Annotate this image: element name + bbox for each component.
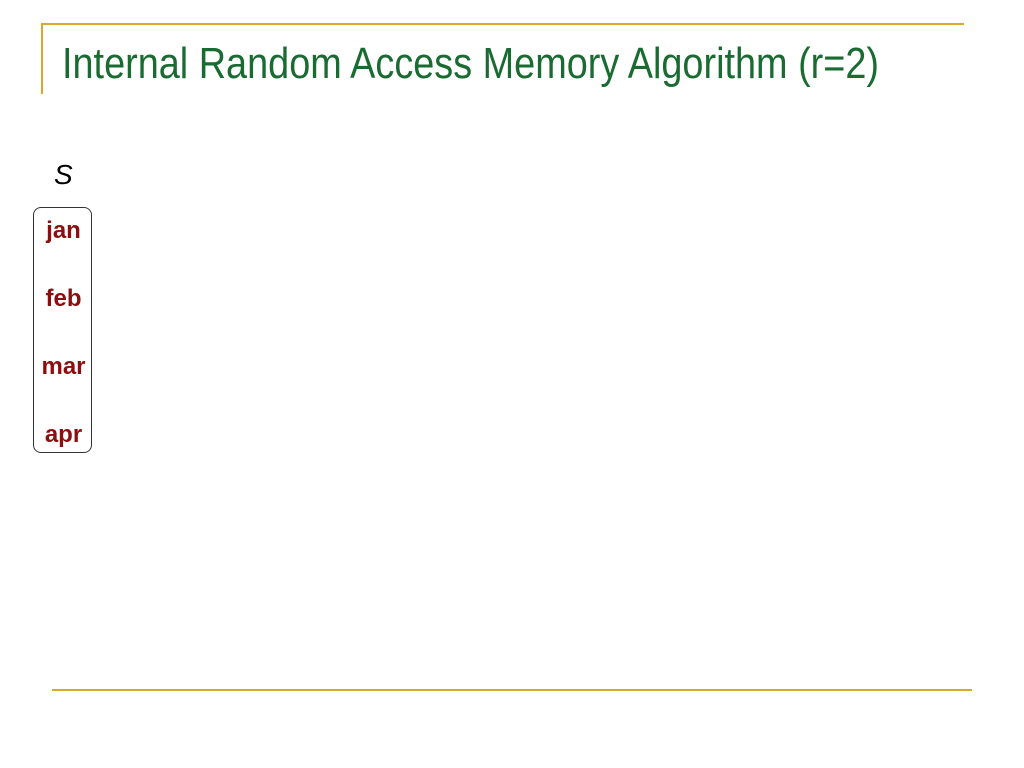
set-label: S <box>54 159 73 190</box>
set-item-mar: mar <box>41 353 86 380</box>
top-rule <box>42 23 964 25</box>
bottom-rule <box>52 689 972 691</box>
slide-title: Internal Random Access Memory Algorithm … <box>62 39 880 88</box>
left-rule <box>41 23 43 94</box>
set-item-jan: jan <box>46 217 81 244</box>
set-item-apr: apr <box>44 421 83 448</box>
set-box: jan feb mar apr <box>33 207 92 453</box>
set-item-feb: feb <box>45 285 82 312</box>
